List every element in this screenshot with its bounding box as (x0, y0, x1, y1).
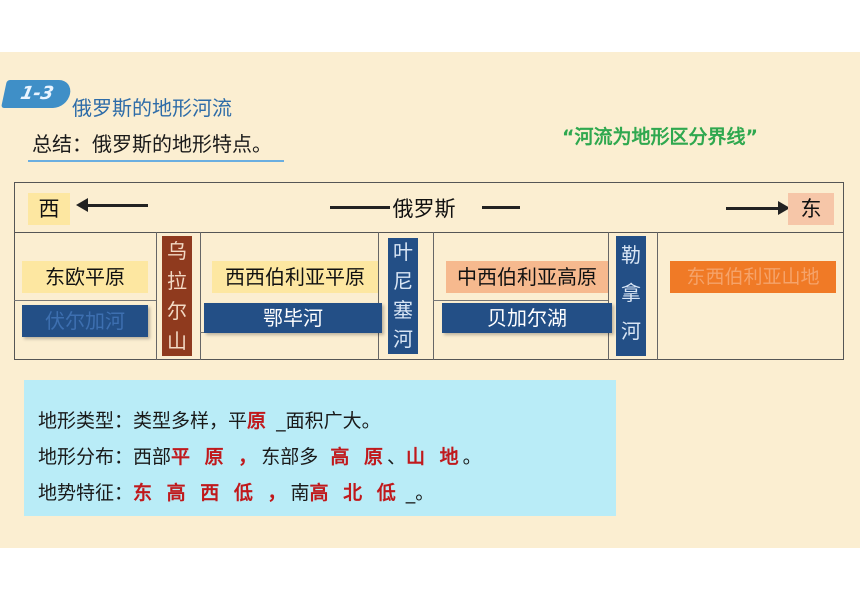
trend-answer-east-west: 东 高 西 低 ， (133, 482, 291, 504)
lena-char: 拿 (621, 281, 641, 305)
volga-river: 伏尔加河 (22, 305, 148, 337)
trend-suffix: 。 (415, 482, 435, 504)
country-label: 俄罗斯 (392, 197, 456, 221)
yenisei-char: 叶 (393, 240, 413, 264)
section-title: 俄罗斯的地形河流 (72, 96, 232, 120)
terrain-table (14, 182, 844, 360)
ural-char: 拉 (167, 269, 187, 293)
center-line-left (330, 206, 390, 209)
summary-line-terrain-trend: 地势特征：东 高 西 低 ，南高 北 低 _。 (38, 478, 434, 505)
trend-mid: 南 (290, 482, 310, 504)
yenisei-char: 塞 (393, 298, 413, 322)
blank: _ (270, 410, 286, 432)
summary-line-terrain-distribution: 地形分布：西部平 原 ，东部多 高 原、山 地。 (38, 442, 482, 469)
terrain-type-suffix: 面积广大。 (285, 410, 381, 432)
ural-mountains: 乌 拉 尔 山 (162, 236, 192, 356)
west-arrow-line (86, 204, 148, 207)
ural-char: 乌 (167, 239, 187, 263)
summary-box (24, 380, 616, 516)
distribution-mid: 东部多 (261, 446, 319, 468)
distribution-suffix: 。 (462, 446, 482, 468)
column-divider (378, 232, 379, 360)
distribution-text: 地形分布：西部 (38, 446, 172, 468)
distribution-answer-west: 平 原 ， (171, 446, 262, 468)
summary-line-terrain-type: 地形类型：类型多样，平原 _面积广大。 (38, 406, 381, 433)
ob-river: 鄂毕河 (204, 303, 382, 333)
subtitle-underline (28, 160, 284, 162)
yenisei-river: 叶 尼 塞 河 (388, 238, 418, 354)
terrain-type-answer: 原 (247, 410, 271, 432)
central-siberian-plateau: 中西伯利亚高原 (446, 261, 608, 293)
lena-char: 勒 (621, 243, 641, 267)
blank: _ (399, 482, 416, 504)
distribution-answer-plateau: 高 原 (330, 446, 387, 468)
ural-char: 尔 (167, 299, 187, 323)
center-line-right (482, 206, 520, 209)
inner-divider (433, 300, 608, 301)
east-european-plain: 东欧平原 (22, 261, 148, 293)
separator: 、 (386, 446, 406, 468)
table-row-separator (14, 232, 844, 233)
trend-answer-south-north: 高 北 低 (309, 482, 400, 504)
column-divider (657, 232, 658, 360)
terrain-type-text: 地形类型：类型多样，平 (38, 410, 248, 432)
column-divider (608, 232, 609, 360)
east-arrow-line (726, 207, 780, 210)
column-divider (156, 232, 157, 360)
river-boundary-quote: “河流为地形区分界线” (562, 126, 758, 148)
column-divider (200, 232, 201, 360)
section-badge: 1-3 (1, 80, 73, 108)
yenisei-char: 尼 (393, 269, 413, 293)
distribution-answer-mountain: 山 地 (406, 446, 463, 468)
west-siberian-plain: 西西伯利亚平原 (212, 261, 378, 293)
inner-divider (14, 300, 156, 301)
ural-char: 山 (167, 329, 187, 353)
lake-baikal: 贝加尔湖 (442, 303, 612, 333)
arrow-left-icon (76, 198, 88, 212)
east-siberian-mountains: 东西伯利亚山地 (670, 261, 836, 293)
arrow-right-icon (778, 201, 790, 215)
lena-char: 河 (621, 319, 641, 343)
subtitle: 总结：俄罗斯的地形特点。 (32, 132, 272, 156)
trend-text: 地势特征： (38, 482, 134, 504)
column-divider (433, 232, 434, 360)
west-label: 西 (28, 193, 70, 225)
yenisei-char: 河 (393, 327, 413, 351)
lena-river: 勒 拿 河 (616, 236, 646, 356)
east-label: 东 (788, 193, 834, 225)
